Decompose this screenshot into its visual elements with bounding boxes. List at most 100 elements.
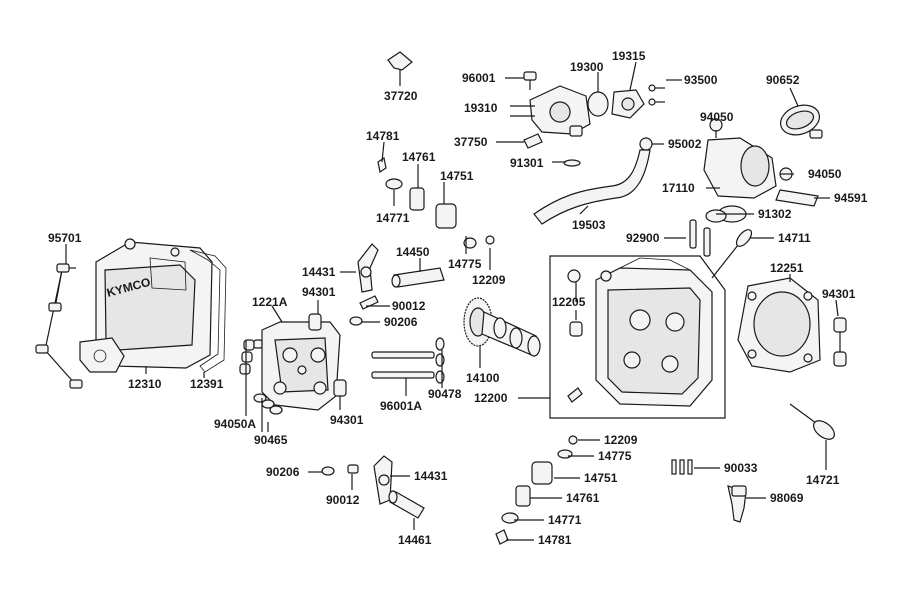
label-17110: 17110 (662, 181, 695, 195)
label-94301-top: 94301 (302, 285, 336, 299)
spark-plug (727, 485, 747, 523)
oring-90206-bottom (321, 466, 335, 476)
label-90206-top: 90206 (384, 315, 418, 329)
label-19315: 19315 (612, 49, 646, 63)
thermostat-housing (529, 85, 591, 137)
label-12310: 12310 (128, 377, 162, 391)
label-14431-bottom: 14431 (414, 469, 448, 483)
label-14781-bottom: 14781 (538, 533, 572, 547)
label-14781-top: 14781 (366, 129, 400, 143)
label-90012-top: 90012 (392, 299, 426, 313)
valve-spring-outer-bottom (531, 461, 553, 485)
label-94050-right: 94050 (808, 167, 842, 181)
label-14751-bottom: 14751 (584, 471, 618, 485)
label-92900: 92900 (626, 231, 660, 245)
label-91302: 91302 (758, 207, 792, 221)
thermostat-cover (611, 89, 645, 119)
spring-seat-top (463, 237, 477, 249)
label-14450: 14450 (396, 245, 430, 259)
head-plugs (567, 269, 583, 403)
label-12251: 12251 (770, 261, 804, 275)
label-96001A: 96001A (380, 399, 422, 413)
label-14100: 14100 (466, 371, 500, 385)
cover-gasket (189, 249, 227, 373)
label-14721: 14721 (806, 473, 840, 487)
dowel-pins-right (833, 317, 847, 367)
rocker-arm-upper (357, 243, 379, 293)
label-19503: 19503 (572, 218, 606, 232)
valve-spring-inner-bottom (515, 485, 531, 507)
intake-valve (711, 229, 753, 279)
label-14751-top: 14751 (440, 169, 474, 183)
label-95701: 95701 (48, 231, 82, 245)
part-labels: 37720 96001 19300 19315 93500 90652 1931… (48, 49, 868, 547)
dowel-pin-middle (333, 379, 347, 397)
cylinder-head (595, 257, 713, 407)
label-96001: 96001 (462, 71, 496, 85)
label-94301-right: 94301 (822, 287, 856, 301)
hose-clamp (780, 104, 823, 139)
bolt-96001 (523, 71, 537, 90)
label-12209-bottom: 12209 (604, 433, 638, 447)
label-19300: 19300 (570, 60, 604, 74)
rocker-arm-lower (373, 455, 393, 505)
manifold-shim (775, 189, 819, 207)
rocker-shaft-lower (388, 490, 425, 519)
rocker-shaft-upper (391, 267, 445, 288)
cylinder-head-box (549, 255, 726, 419)
holder-dowels-washers (239, 339, 283, 432)
label-90465: 90465 (254, 433, 288, 447)
label-14775-bottom: 14775 (598, 449, 632, 463)
label-14761-top: 14761 (402, 150, 436, 164)
valve-cotter-bottom (495, 529, 509, 545)
label-98069: 98069 (770, 491, 804, 505)
washers-90478 (435, 337, 445, 384)
label-90652: 90652 (766, 73, 800, 87)
camshaft (463, 297, 541, 357)
label-14461: 14461 (398, 533, 432, 547)
label-14761-bottom: 14761 (566, 491, 600, 505)
water-hose (533, 149, 651, 225)
pin-90012-bottom (347, 464, 359, 474)
bracket-37720 (387, 51, 413, 71)
label-90033: 90033 (724, 461, 758, 475)
label-94050A: 94050A (214, 417, 256, 431)
clips-90033 (671, 459, 693, 475)
hose-clip (639, 137, 653, 151)
label-90478: 90478 (428, 387, 462, 401)
label-95002: 95002 (668, 137, 702, 151)
small-pin-and-oring-upper (349, 295, 379, 326)
label-93500: 93500 (684, 73, 718, 87)
label-1221A: 1221A (252, 295, 288, 309)
oring-91301 (563, 159, 581, 167)
label-90012-bottom: 90012 (326, 493, 360, 507)
label-14775-top: 14775 (448, 257, 482, 271)
oring-91302 (705, 209, 727, 223)
valve-seal-bottom (568, 435, 578, 445)
label-90206-bottom: 90206 (266, 465, 300, 479)
spring-retainer-top (385, 178, 403, 190)
dowel-pin-upper (308, 313, 322, 331)
cover-bolts (35, 263, 83, 389)
label-14711: 14711 (778, 231, 811, 245)
label-94301-mid: 94301 (330, 413, 364, 427)
spring-retainer-bottom (501, 512, 519, 524)
label-12209-top: 12209 (472, 273, 506, 287)
temp-sensor (523, 133, 543, 149)
head-gasket (737, 277, 821, 373)
label-91301: 91301 (510, 156, 544, 170)
label-14771-bottom: 14771 (548, 513, 582, 527)
long-studs (371, 351, 435, 379)
cylinder-head-cover: KYMCO (79, 238, 213, 373)
leader-lines (65, 61, 839, 541)
label-12391: 12391 (190, 377, 224, 391)
label-19310: 19310 (464, 101, 498, 115)
valve-spring-outer-top (435, 203, 457, 229)
label-12205: 12205 (552, 295, 586, 309)
label-14431-top: 14431 (302, 265, 336, 279)
label-94050-top: 94050 (700, 110, 734, 124)
valve-guides (689, 219, 711, 257)
label-37750: 37750 (454, 135, 488, 149)
label-14771-top: 14771 (376, 211, 410, 225)
